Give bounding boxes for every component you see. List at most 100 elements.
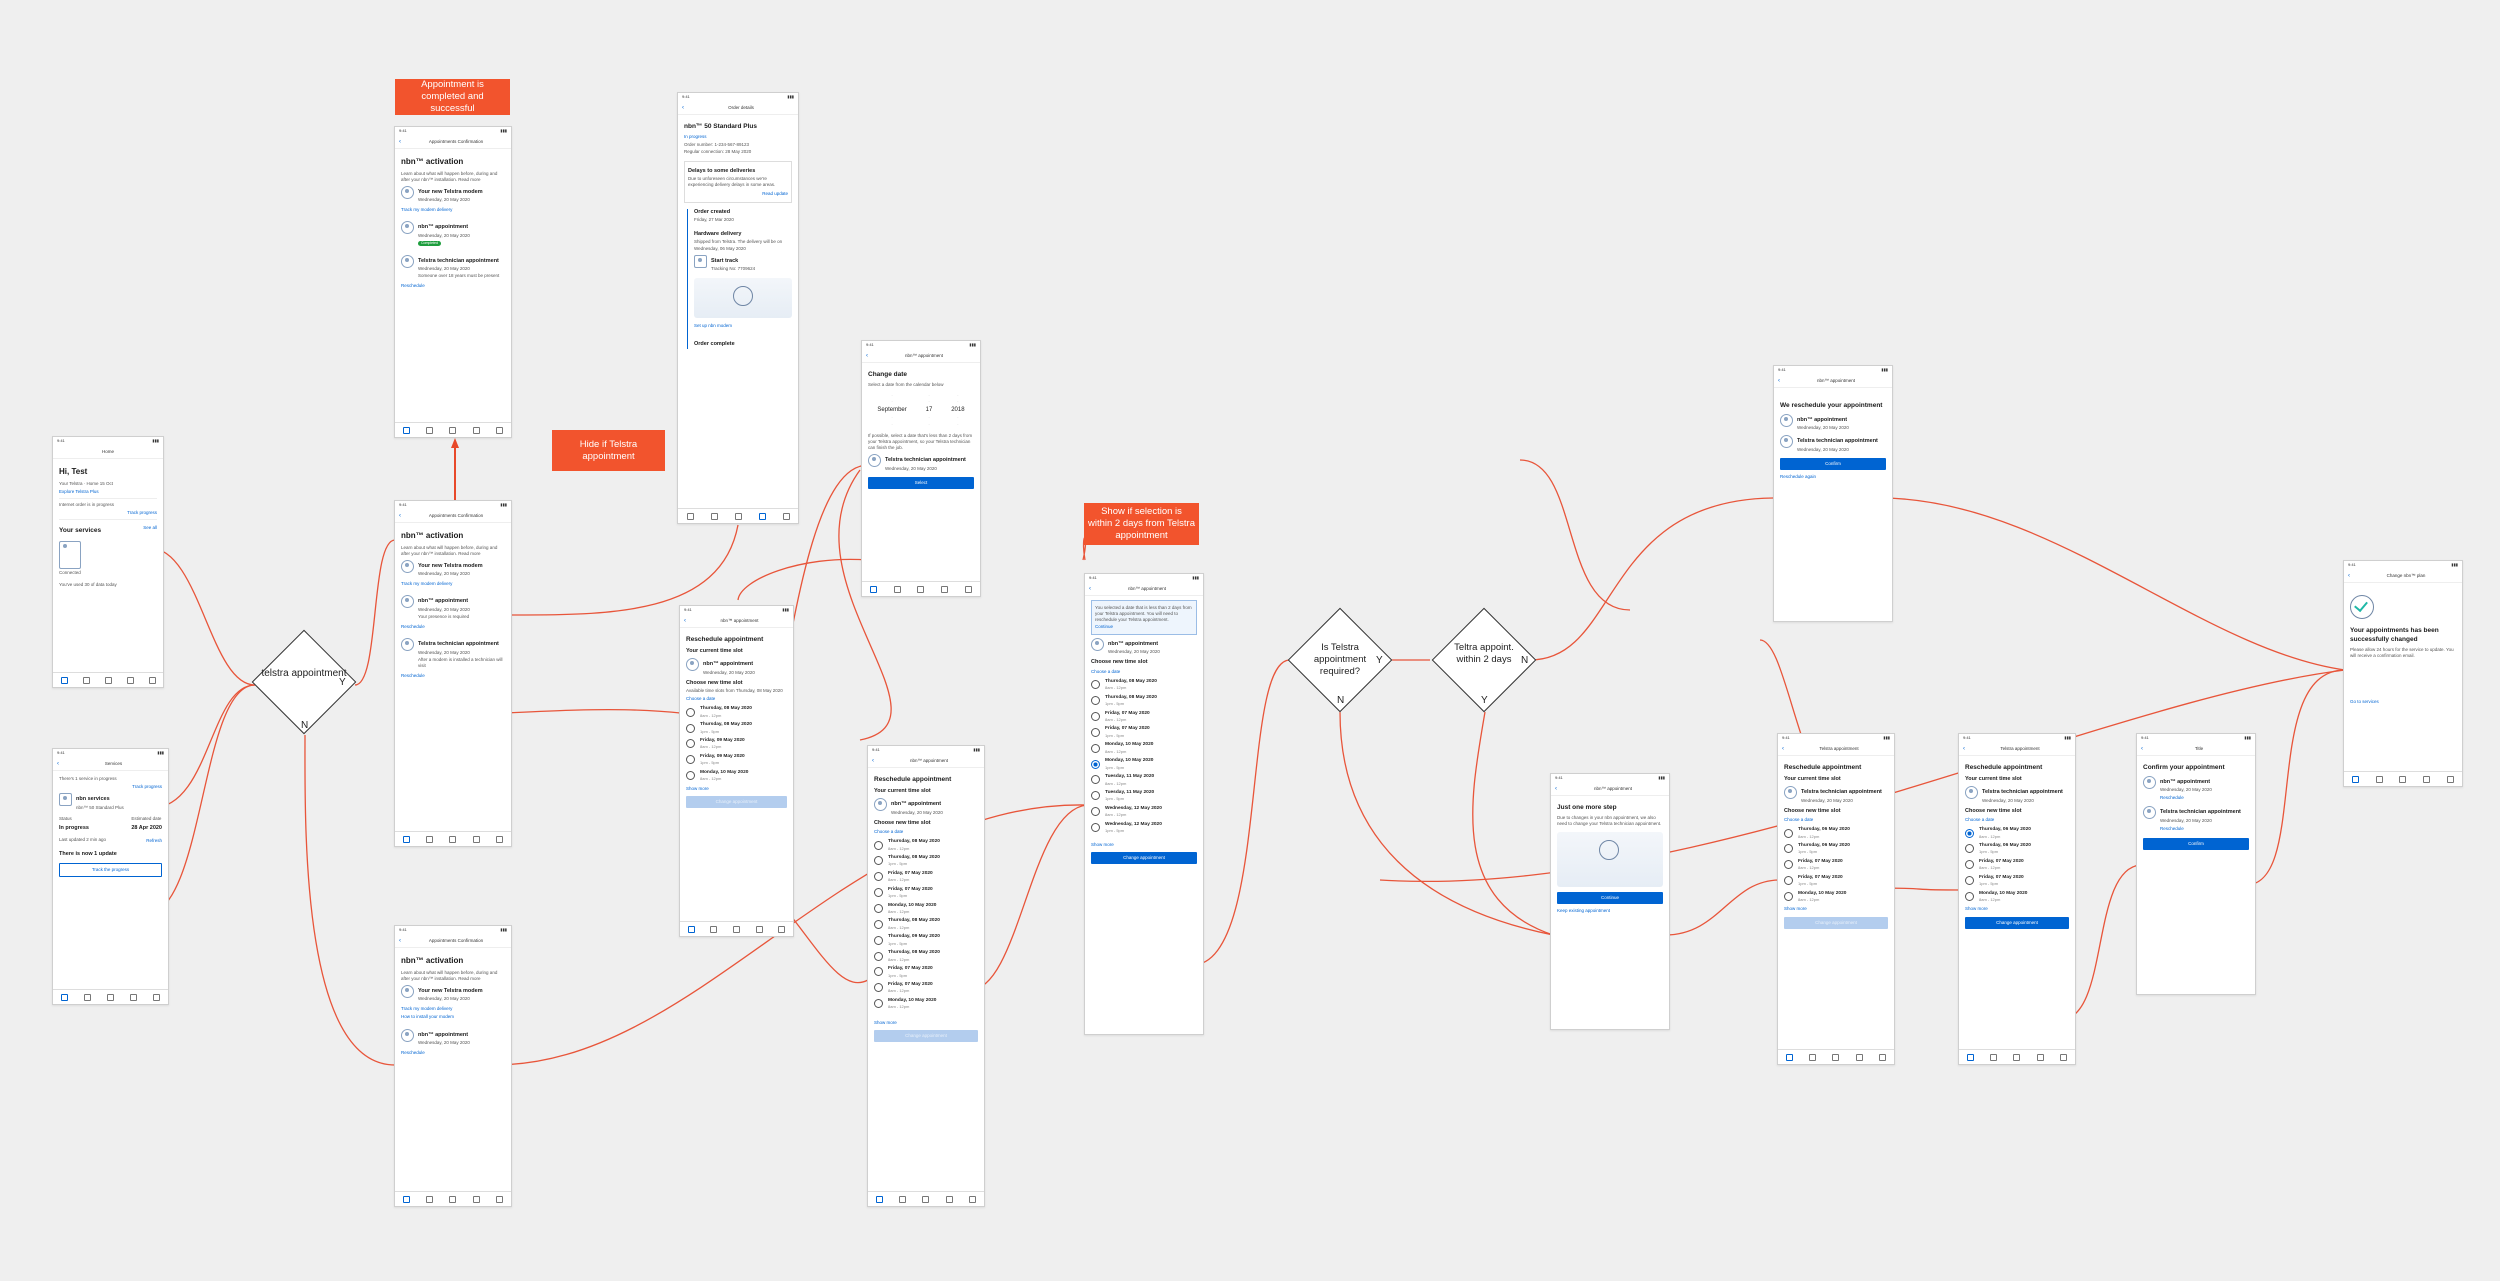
- radio-button[interactable]: [1091, 791, 1100, 801]
- tab-bar[interactable]: [1778, 1049, 1894, 1064]
- radio-button[interactable]: [1965, 876, 1974, 886]
- radio-button[interactable]: [874, 872, 883, 882]
- radio-button[interactable]: [1784, 892, 1793, 902]
- reschedule-tech-link[interactable]: Reschedule: [401, 672, 425, 678]
- reschedule-link[interactable]: Reschedule: [2160, 795, 2184, 801]
- keep-appointment-link[interactable]: Keep existing appointment: [1557, 907, 1611, 913]
- track-progress-button[interactable]: Track the progress: [59, 862, 162, 877]
- tab-bar[interactable]: [53, 989, 168, 1004]
- choose-date-link[interactable]: Choose a date: [874, 829, 904, 835]
- go-to-services-link[interactable]: Go to services: [2350, 698, 2379, 704]
- track-progress-link[interactable]: Track progress: [127, 509, 157, 515]
- refresh-link[interactable]: Refresh: [146, 838, 162, 844]
- tab-bar[interactable]: [680, 921, 793, 936]
- choose-date-link[interactable]: Choose a date: [686, 696, 716, 702]
- radio-button[interactable]: [1091, 696, 1100, 706]
- radio-button[interactable]: [686, 755, 695, 765]
- radio-button[interactable]: [874, 888, 883, 898]
- change-appointment-button[interactable]: Change appointment: [1091, 851, 1197, 864]
- select-button[interactable]: Select: [868, 476, 974, 489]
- change-appointment-button[interactable]: Change appointment: [1784, 916, 1888, 929]
- show-more-link[interactable]: Show more: [1091, 841, 1114, 847]
- picker-month[interactable]: September: [877, 406, 907, 413]
- setup-modem-link[interactable]: Set up nbn modem: [694, 323, 733, 329]
- show-more-link[interactable]: Show more: [1965, 906, 1988, 912]
- radio-button[interactable]: [686, 739, 695, 749]
- radio-button[interactable]: [1784, 876, 1793, 886]
- radio-button[interactable]: [1965, 892, 1974, 902]
- choose-date-link[interactable]: Choose a date: [1091, 668, 1121, 674]
- tab-bar[interactable]: [395, 422, 511, 437]
- tab-bar[interactable]: [862, 581, 980, 596]
- radio-button[interactable]: [1091, 743, 1100, 753]
- tab-bar[interactable]: [868, 1191, 984, 1206]
- change-appointment-button[interactable]: Change appointment: [1965, 916, 2069, 929]
- tab-bar[interactable]: [2344, 771, 2462, 786]
- explore-link[interactable]: Explore Telstra Plus: [59, 488, 99, 494]
- radio-button[interactable]: [1091, 807, 1100, 817]
- track-modem-link[interactable]: Track my modem delivery: [401, 207, 453, 213]
- tab-bar[interactable]: [1959, 1049, 2075, 1064]
- choose-date-link[interactable]: Choose a date: [1784, 817, 1814, 823]
- picker-day[interactable]: 17: [925, 406, 933, 413]
- reschedule-tech-link[interactable]: Reschedule: [2160, 825, 2184, 831]
- show-more-link[interactable]: Show more: [686, 785, 709, 791]
- radio-button[interactable]: [874, 856, 883, 866]
- radio-button[interactable]: [1784, 828, 1793, 838]
- confirm-button[interactable]: Confirm: [2143, 837, 2249, 850]
- radio-button[interactable]: [1965, 828, 1974, 838]
- radio-button[interactable]: [1091, 759, 1100, 769]
- continue-button[interactable]: Continue: [1557, 891, 1663, 904]
- confirm-button[interactable]: Confirm: [1780, 457, 1886, 470]
- radio-button[interactable]: [874, 935, 883, 945]
- track-modem-link[interactable]: Track my modem delivery: [401, 581, 453, 587]
- tab-bar[interactable]: [678, 508, 798, 523]
- radio-button[interactable]: [686, 723, 695, 733]
- radio-button[interactable]: [686, 771, 695, 781]
- date-picker[interactable]: ··September·· ··17·· ··2018··: [877, 392, 965, 427]
- radio-button[interactable]: [1784, 844, 1793, 854]
- continue-link[interactable]: Continue: [1095, 624, 1114, 630]
- radio-button[interactable]: [1965, 844, 1974, 854]
- radio-button[interactable]: [1091, 823, 1100, 833]
- install-modem-link[interactable]: How to install your modem: [401, 1014, 455, 1020]
- track-progress-link[interactable]: Track progress: [132, 784, 162, 790]
- radio-button[interactable]: [874, 999, 883, 1009]
- reschedule-link[interactable]: Reschedule: [401, 624, 425, 630]
- track-modem-link[interactable]: Track my modem delivery: [401, 1006, 453, 1012]
- reschedule-link[interactable]: Reschedule: [401, 1050, 425, 1056]
- tab-bar[interactable]: [395, 1191, 511, 1206]
- radio-button[interactable]: [874, 840, 883, 850]
- tab-bar[interactable]: [53, 672, 163, 687]
- picker-year[interactable]: 2018: [951, 406, 965, 413]
- see-all-link[interactable]: See all: [143, 525, 157, 531]
- radio-button[interactable]: [1091, 775, 1100, 785]
- radio-button[interactable]: [874, 904, 883, 914]
